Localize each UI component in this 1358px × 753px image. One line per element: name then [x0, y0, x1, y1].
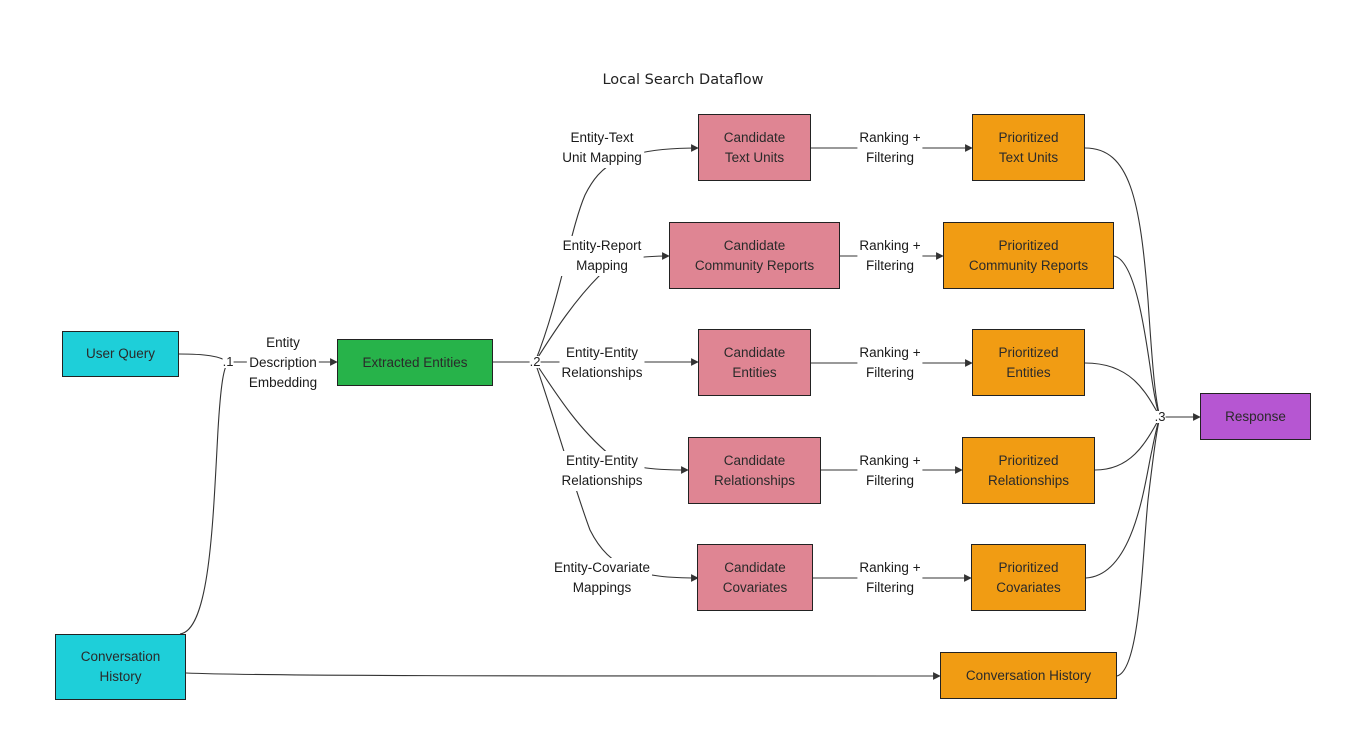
candidate-text-units-node: Candidate Text Units [698, 114, 811, 181]
response-node: Response [1200, 393, 1311, 440]
edge-label-covariate-mappings: Entity-Covariate Mappings [551, 558, 653, 598]
prioritized-relationships-node: Prioritized Relationships [962, 437, 1095, 504]
candidate-entities-node: Candidate Entities [698, 329, 811, 396]
junction-1: .1 [222, 354, 234, 369]
candidate-relationships-node: Candidate Relationships [688, 437, 821, 504]
edge-prioritized-relationships-to-j3 [1094, 416, 1161, 471]
diagram-title: Local Search Dataflow [602, 72, 764, 88]
prioritized-text-units-node: Prioritized Text Units [972, 114, 1085, 181]
edge-label-ranking-2: Ranking + Filtering [857, 236, 923, 276]
conversation-history-input-node: Conversation History [55, 634, 186, 700]
user-query-node: User Query [62, 331, 179, 377]
edge-conversation-to-j1 [179, 361, 229, 635]
edge-label-text-unit-mapping: Entity-Text Unit Mapping [560, 128, 644, 168]
edge-label-ranking-1: Ranking + Filtering [857, 128, 923, 168]
candidate-covariates-node: Candidate Covariates [697, 544, 813, 611]
edge-prioritized-entities-to-j3 [1084, 362, 1161, 418]
prioritized-covariates-node: Prioritized Covariates [971, 544, 1086, 611]
junction-3: .3 [1154, 409, 1166, 424]
candidate-community-reports-node: Candidate Community Reports [669, 222, 840, 289]
prioritized-entities-node: Prioritized Entities [972, 329, 1085, 396]
extracted-entities-node: Extracted Entities [337, 339, 493, 386]
edge-label-embedding: Entity Description Embedding [246, 333, 320, 393]
edge-label-entity-relationships-2: Entity-Entity Relationships [559, 451, 645, 491]
edge-conversation-to-output [185, 672, 941, 680]
edge-user-query-to-j1 [178, 353, 229, 363]
edge-label-entity-relationships-1: Entity-Entity Relationships [559, 343, 645, 383]
edge-label-ranking-4: Ranking + Filtering [857, 451, 923, 491]
edge-label-report-mapping: Entity-Report Mapping [560, 236, 644, 276]
edge-prioritized-covariates-to-j3 [1085, 416, 1161, 579]
prioritized-community-reports-node: Prioritized Community Reports [943, 222, 1114, 289]
edge-label-ranking-5: Ranking + Filtering [857, 558, 923, 598]
conversation-history-output-node: Conversation History [940, 652, 1117, 699]
edge-label-ranking-3: Ranking + Filtering [857, 343, 923, 383]
edge-prioritized-text-to-j3 [1084, 147, 1161, 418]
edge-prioritized-reports-to-j3 [1113, 255, 1161, 418]
edge-conversation-output-to-j3 [1116, 416, 1161, 677]
junction-2: .2 [529, 354, 541, 369]
